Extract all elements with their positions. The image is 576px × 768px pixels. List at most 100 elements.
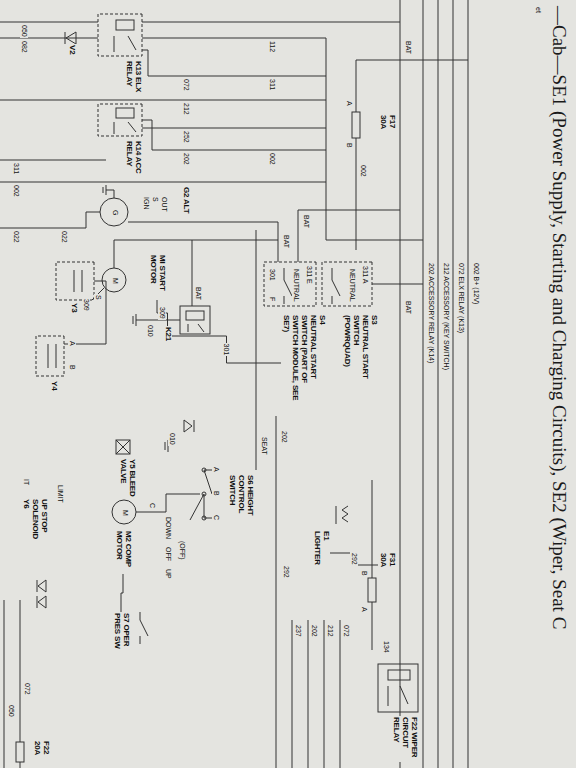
fuse-label: F3130A bbox=[378, 552, 396, 578]
wire-label: A bbox=[345, 100, 353, 107]
component-text: K14 ACC RELAY bbox=[124, 141, 142, 175]
switch-label: S3NEUTRAL START SWITCH (POWRQUAD) bbox=[342, 314, 378, 398]
component-text: Y5 BLEED VALVE bbox=[118, 459, 136, 497]
wire-label: B bbox=[68, 364, 76, 371]
wire-label: M bbox=[111, 277, 119, 285]
alternator-label: G2 ALT bbox=[181, 186, 190, 220]
wire-label: et bbox=[534, 6, 542, 14]
switch-label: S6 HEIGHT CONTROL SWITCH bbox=[227, 474, 254, 528]
solenoid-label: Y3 bbox=[69, 302, 78, 318]
wire-label: BAT bbox=[282, 234, 290, 249]
component-text: 20A bbox=[32, 741, 41, 765]
component-text: S7 OPER PRES SW bbox=[112, 613, 130, 655]
wire-label: B bbox=[345, 142, 353, 149]
wire-label: 022 bbox=[12, 230, 20, 244]
wire-label: 072 bbox=[23, 682, 31, 696]
wire-label: B bbox=[360, 570, 368, 577]
component-text: K13 ELX RELAY bbox=[124, 61, 142, 95]
wire-connector bbox=[121, 574, 123, 612]
wire-label: G bbox=[111, 209, 119, 216]
wire-label: 311 E bbox=[305, 265, 313, 285]
wire-label: 202 bbox=[310, 624, 318, 638]
motor-label: MI START MOTOR bbox=[148, 254, 166, 300]
wire-label: S bbox=[94, 294, 102, 301]
component-text: NEUTRAL START SWITCH (PART OF SWITCH MOD… bbox=[281, 315, 317, 411]
wire-label: 301 bbox=[268, 268, 276, 282]
wire-label: 212 ACCESSORY (KEY SWITCH) bbox=[442, 262, 450, 371]
component-text: K21 bbox=[163, 327, 172, 345]
wire-label: 252 bbox=[182, 130, 190, 144]
relay-label: K21 bbox=[163, 326, 172, 346]
lighter-label: E1 LIGHTER bbox=[312, 530, 330, 576]
wire-label: 212 bbox=[182, 102, 190, 116]
wire-label: BAT bbox=[302, 214, 310, 229]
wire-label: 002 bbox=[268, 152, 276, 166]
wire-label: OFF bbox=[164, 546, 172, 562]
wire-label: 072 bbox=[182, 78, 190, 92]
relay-label: K13 ELX RELAY bbox=[124, 60, 142, 96]
wire-label: UP bbox=[164, 568, 172, 580]
wire-label: 010 bbox=[146, 324, 154, 338]
wire-label: 212 bbox=[326, 624, 334, 638]
component-text: Y3 bbox=[69, 303, 78, 317]
wire-connector bbox=[172, 336, 281, 363]
wire-number: 292 bbox=[350, 552, 358, 566]
component-text: F22 bbox=[41, 741, 50, 765]
wire-label: M bbox=[121, 509, 129, 517]
wire-label: 311 A bbox=[361, 265, 369, 284]
component-text: F22 WIPER CIRCUIT RELAY bbox=[391, 717, 418, 761]
wire-label: 050 bbox=[20, 24, 28, 38]
wire-label: A bbox=[68, 340, 76, 347]
component-text: Y6 bbox=[21, 499, 30, 571]
component-text: S6 HEIGHT CONTROL SWITCH bbox=[227, 475, 254, 527]
component-text: Y4 bbox=[49, 381, 58, 395]
relay-label: K14 ACC RELAY bbox=[124, 140, 142, 176]
wire-label: NEUTRAL bbox=[292, 268, 300, 303]
wire-label: 002 B+ (12V) bbox=[472, 262, 480, 305]
wire-label: 010 bbox=[168, 432, 176, 446]
wire-label: NEUTRAL bbox=[348, 268, 356, 303]
wire-connector bbox=[330, 553, 378, 565]
wire-number: 301 bbox=[222, 343, 230, 357]
wire-label: BAT bbox=[194, 286, 202, 301]
wire-label: BAT bbox=[404, 40, 412, 55]
wire-label: F bbox=[268, 296, 276, 302]
wire-number: 309 bbox=[158, 306, 166, 320]
sheet-title: —Cab—SE1 (Power Supply, Starting and Cha… bbox=[548, 6, 570, 629]
component-text: S3 bbox=[369, 315, 378, 397]
solenoid-label: UP STOP SOLENOIDY6 bbox=[21, 498, 48, 572]
wire-label: 082 bbox=[20, 40, 28, 54]
component-text: E1 LIGHTER bbox=[312, 531, 330, 575]
wire-label: 002 bbox=[359, 164, 367, 178]
wire-label: 309 bbox=[82, 298, 90, 312]
wire-label: DOWN bbox=[164, 516, 172, 540]
wire-label: A bbox=[212, 466, 220, 473]
component-text: M2 COMP MOTOR bbox=[114, 531, 132, 573]
valve-label: Y5 BLEED VALVE bbox=[118, 458, 136, 498]
wire-label: 202 bbox=[182, 152, 190, 166]
component-text: NEUTRAL START SWITCH (POWRQUAD) bbox=[342, 315, 369, 397]
wire-label: 072 bbox=[342, 624, 350, 638]
wire-label: LIMIT bbox=[56, 484, 64, 504]
wire-label: 292 bbox=[282, 565, 290, 579]
solenoid-label: Y4 bbox=[49, 380, 58, 396]
wire-label: C bbox=[212, 514, 220, 521]
wire-label: BAT bbox=[404, 300, 412, 315]
fuse-label: F1730A bbox=[378, 114, 396, 142]
wire-label: 202 bbox=[280, 430, 288, 444]
component-text: 30A bbox=[378, 553, 387, 577]
component-text: S4 bbox=[317, 315, 326, 411]
switch-label: S4NEUTRAL START SWITCH (PART OF SWITCH M… bbox=[281, 314, 326, 412]
wire-label: 311 bbox=[12, 162, 20, 175]
component-text: G2 ALT bbox=[181, 187, 190, 219]
diode-label: V2 bbox=[67, 44, 76, 60]
fuse-label: F2220A bbox=[32, 740, 50, 766]
wire-connector bbox=[157, 300, 168, 326]
component-text: UP STOP SOLENOID bbox=[30, 499, 48, 571]
wire-label: (OFF) bbox=[178, 540, 186, 561]
wire-label: 202 ACCESSORY RELAY (K14) bbox=[427, 262, 435, 364]
wire-label: C bbox=[148, 502, 156, 509]
component-text: 30A bbox=[378, 115, 387, 141]
wire-label: 072 ELX RELAY (K13) bbox=[457, 262, 465, 334]
